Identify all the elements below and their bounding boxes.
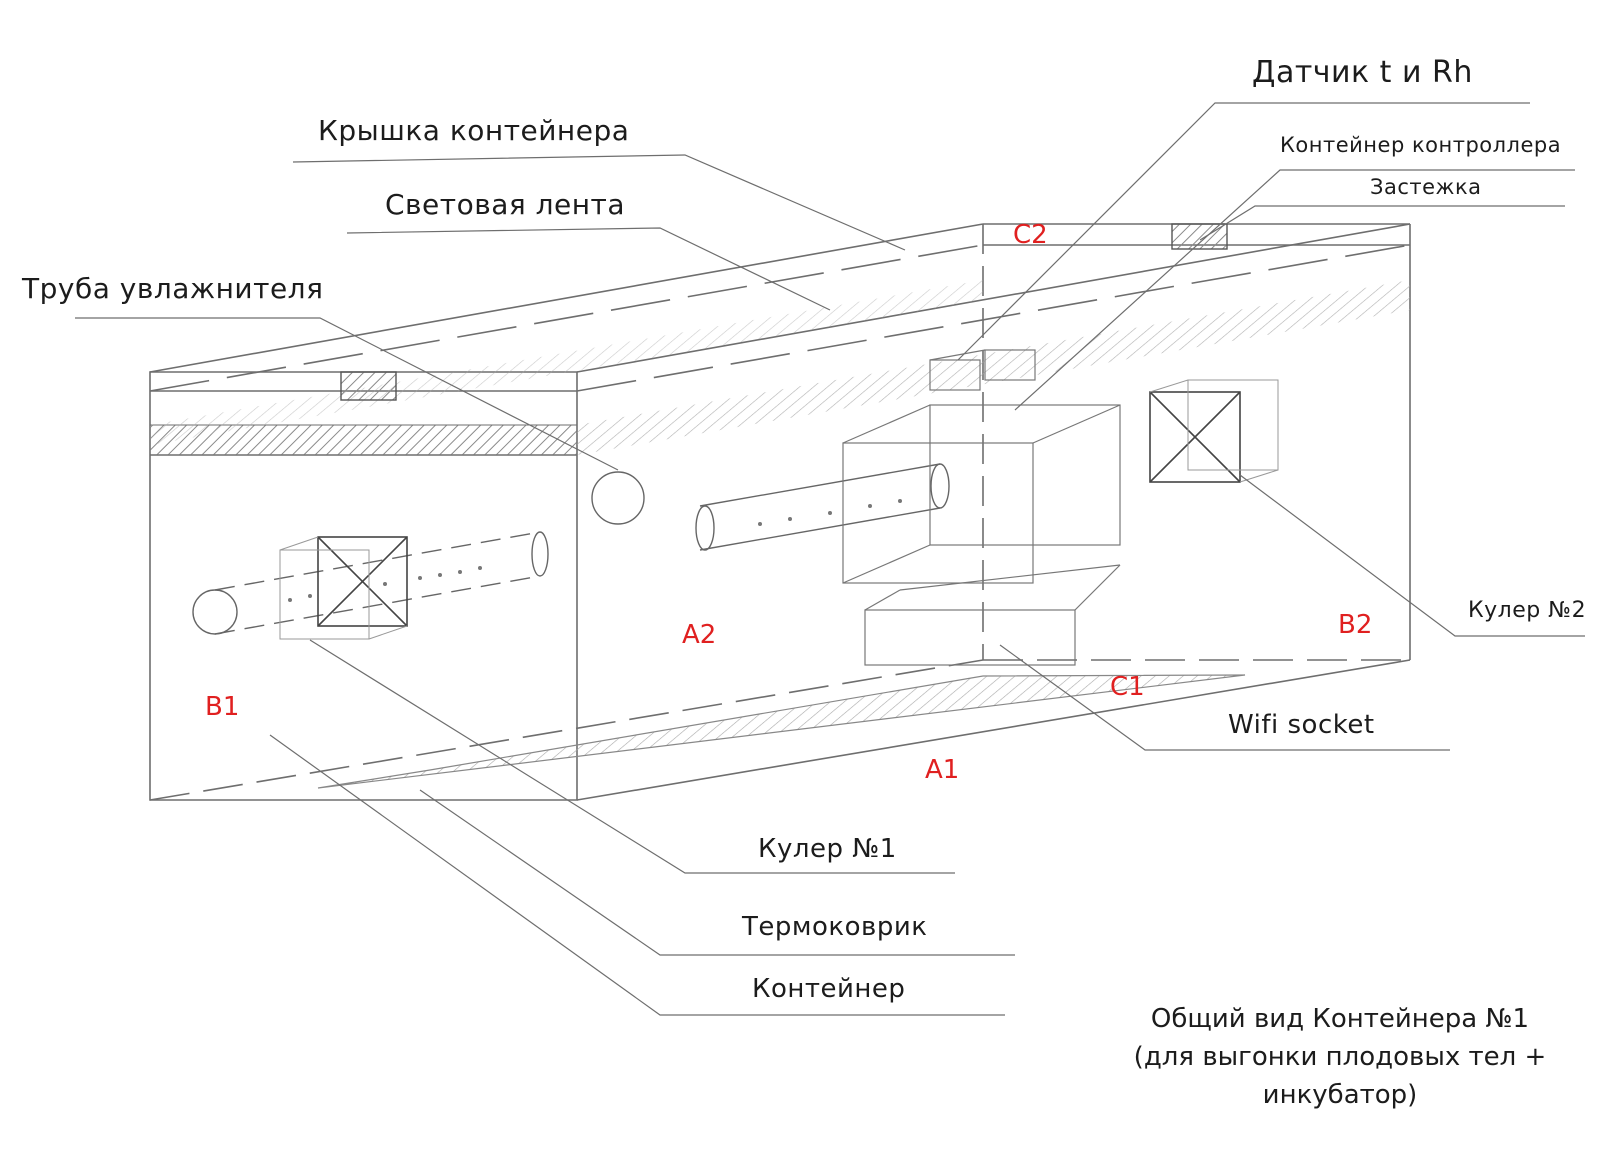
leader-heatmat: [419, 789, 1015, 956]
label-container: Контейнер: [752, 974, 906, 1004]
leader-wifi: [999, 644, 1450, 751]
label-heat-mat: Термоковрик: [742, 912, 928, 942]
title-line-1: Общий вид Контейнера №1: [1150, 1004, 1530, 1034]
label-sensor: Датчик t и Rh: [1252, 55, 1473, 90]
heat-mat: [317, 674, 1246, 789]
label-lid: Крышка контейнера: [318, 114, 630, 147]
label-cooler1: Кулер №1: [758, 834, 897, 864]
controller-box: [842, 404, 1121, 584]
clasp-back: [1171, 223, 1228, 250]
leader-cooler2: [1239, 474, 1585, 637]
zone-b1: B1: [205, 692, 240, 722]
leader-lines: [75, 102, 1585, 1016]
light-strip-hatching: [149, 280, 1410, 456]
clasp-front: [340, 371, 397, 401]
leader-container: [269, 734, 1005, 1016]
label-clasp: Застежка: [1370, 175, 1482, 199]
label-humidifier-pipe: Труба увлажнителя: [22, 272, 324, 305]
sensor-box: [929, 349, 1036, 391]
leader-controller: [1014, 169, 1575, 411]
leader-pipe: [75, 317, 619, 471]
leader-clasp: [1199, 205, 1565, 241]
zone-b2: B2: [1338, 610, 1373, 640]
cooler-1: [279, 536, 408, 640]
title-line-3: инкубатор): [1262, 1080, 1418, 1110]
label-light-strip: Световая лента: [385, 188, 626, 221]
diagram-title: Общий вид Контейнера №1 (для выгонки пло…: [1105, 1000, 1575, 1114]
leader-lid: [292, 154, 906, 251]
title-line-2: (для выгонки плодовых тел +: [1133, 1042, 1547, 1072]
top-right-edge: [576, 223, 1411, 373]
clasps: [340, 223, 1228, 401]
bottom-right-edge: [576, 659, 1411, 801]
label-controller-box: Контейнер контроллера: [1280, 133, 1562, 157]
humidifier-pipe: [192, 463, 950, 635]
top-left-edge: [149, 223, 984, 373]
leader-light: [346, 227, 831, 311]
leader-cooler1: [309, 639, 955, 874]
wifi-socket: [864, 564, 1121, 666]
label-wifi-socket: Wifi socket: [1228, 710, 1375, 740]
zone-c1: C1: [1110, 672, 1145, 702]
zone-c2: C2: [1013, 220, 1048, 250]
leader-sensor: [957, 102, 1530, 361]
zone-a1: A1: [925, 755, 960, 785]
cooler-2: [1149, 379, 1279, 483]
label-cooler2: Кулер №2: [1468, 598, 1587, 623]
pipe-holes: [288, 499, 902, 602]
zone-a2: A2: [682, 620, 717, 650]
